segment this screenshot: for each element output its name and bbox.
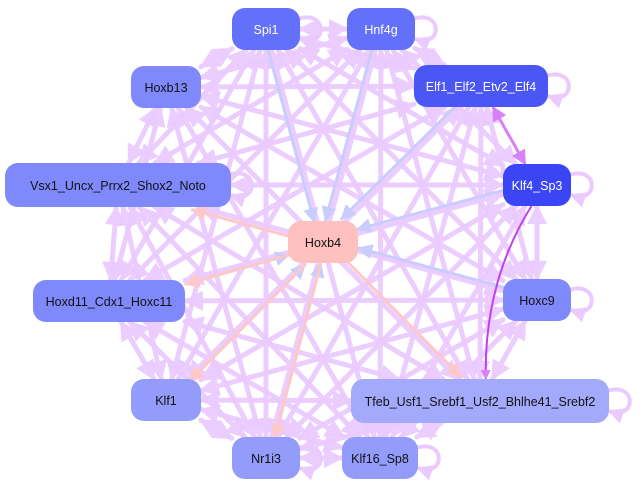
node-spi1[interactable]: Spi1 bbox=[232, 8, 300, 50]
node-klf1[interactable]: Klf1 bbox=[131, 379, 201, 421]
node-klf4-sp3[interactable]: Klf4_Sp3 bbox=[503, 164, 571, 206]
node-vsx1-uncx-prrx2-shox2-noto[interactable]: Vsx1_Uncx_Prrx2_Shox2_Noto bbox=[5, 163, 231, 207]
node-hoxb13[interactable]: Hoxb13 bbox=[131, 66, 201, 108]
node-label: Hoxb13 bbox=[144, 81, 187, 95]
edge-hoxb13-elf1-elf2-etv2-elf4 bbox=[198, 76, 417, 97]
node-hoxb4[interactable]: Hoxb4 bbox=[288, 221, 358, 263]
node-label: Hoxb4 bbox=[305, 236, 341, 250]
node-label: Klf4_Sp3 bbox=[512, 179, 563, 193]
node-label: Hnf4g bbox=[364, 23, 397, 37]
edge-klf4-sp3-to-hoxb4 bbox=[355, 189, 504, 234]
node-label: Spi1 bbox=[253, 23, 278, 37]
self-loop-hoxc9 bbox=[568, 286, 594, 323]
self-loops-layer bbox=[228, 15, 632, 481]
self-loop-nr1i3 bbox=[297, 444, 323, 481]
node-label: Vsx1_Uncx_Prrx2_Shox2_Noto bbox=[30, 179, 206, 193]
self-loop-vsx1-uncx-prrx2-shox2-noto bbox=[228, 171, 254, 208]
edge-hnf4g-to-hoxb4 bbox=[321, 47, 374, 222]
strong-edge-klf4-sp3-tfeb-usf1-srebf1-usf2-bhlhe41-srebf2 bbox=[480, 205, 533, 380]
node-box[interactable] bbox=[131, 66, 201, 108]
edge-hnf4g-klf16-sp8 bbox=[370, 47, 391, 440]
node-box[interactable] bbox=[503, 279, 571, 321]
node-label: Tfeb_Usf1_Srebf1_Usf2_Bhlhe41_Srebf2 bbox=[365, 395, 596, 409]
node-box[interactable] bbox=[414, 65, 548, 107]
node-tfeb-usf1-srebf1-usf2-bhlhe41-srebf2[interactable]: Tfeb_Usf1_Srebf1_Usf2_Bhlhe41_Srebf2 bbox=[351, 379, 609, 423]
node-box[interactable] bbox=[503, 164, 571, 206]
edge-hoxb4-to-vsx1-uncx-prrx2-shox2-noto bbox=[190, 206, 289, 238]
node-label: Hoxd11_Cdx1_Hoxc11 bbox=[46, 295, 173, 309]
node-box[interactable] bbox=[351, 379, 609, 423]
node-box[interactable] bbox=[288, 221, 358, 263]
edge-hoxc9-hoxd11-cdx1-hoxc11 bbox=[182, 290, 506, 311]
node-box[interactable] bbox=[347, 8, 415, 50]
edge-hoxb4-to-hoxd11-cdx1-hoxc11 bbox=[184, 253, 291, 288]
edge-hoxb4-to-nr1i3 bbox=[270, 262, 323, 440]
edges-layer bbox=[102, 19, 547, 468]
edge-tfeb-usf1-srebf1-usf2-bhlhe41-srebf2-klf16-sp8 bbox=[414, 419, 444, 441]
node-box[interactable] bbox=[33, 280, 185, 322]
node-hnf4g[interactable]: Hnf4g bbox=[347, 8, 415, 50]
node-box[interactable] bbox=[342, 437, 418, 479]
self-loop-tfeb-usf1-srebf1-usf2-bhlhe41-srebf2 bbox=[606, 387, 632, 424]
edge-nr1i3-klf1 bbox=[198, 417, 235, 441]
strong-edge-klf4-sp3-elf1-elf2-etv2-elf4 bbox=[491, 105, 527, 166]
self-loop-spi1 bbox=[297, 15, 323, 52]
self-loop-elf1-elf2-etv2-elf4 bbox=[545, 72, 571, 109]
edge-hoxc9-to-hoxb4 bbox=[357, 244, 506, 289]
edge-elf1-elf2-etv2-elf4-to-hoxb4 bbox=[340, 103, 459, 221]
self-loop-hnf4g bbox=[412, 15, 438, 52]
node-box[interactable] bbox=[232, 437, 300, 479]
self-loop-klf4-sp3 bbox=[568, 171, 594, 208]
edge-klf1-hoxd11-cdx1-hoxc11 bbox=[118, 319, 157, 382]
node-hoxd11-cdx1-hoxc11[interactable]: Hoxd11_Cdx1_Hoxc11 bbox=[33, 280, 185, 322]
node-label: Elf1_Elf2_Etv2_Elf4 bbox=[426, 80, 537, 94]
node-box[interactable] bbox=[131, 379, 201, 421]
edge-vsx1-uncx-prrx2-shox2-noto-hoxd11-cdx1-hoxc11 bbox=[102, 204, 125, 283]
node-label: Klf1 bbox=[155, 394, 177, 408]
node-label: Klf16_Sp8 bbox=[351, 452, 409, 466]
node-elf1-elf2-etv2-elf4[interactable]: Elf1_Elf2_Etv2_Elf4 bbox=[414, 65, 548, 107]
node-nr1i3[interactable]: Nr1i3 bbox=[232, 437, 300, 479]
edge-spi1-hoxb13 bbox=[198, 46, 235, 70]
node-klf16-sp8[interactable]: Klf16_Sp8 bbox=[342, 437, 418, 479]
node-hoxc9[interactable]: Hoxc9 bbox=[503, 279, 571, 321]
node-label: Nr1i3 bbox=[251, 452, 281, 466]
node-label: Hoxc9 bbox=[519, 294, 554, 308]
node-box[interactable] bbox=[232, 8, 300, 50]
edge-hnf4g-elf1-elf2-etv2-elf4 bbox=[412, 45, 447, 68]
self-loop-klf16-sp8 bbox=[415, 444, 441, 481]
edge-hoxb4-to-klf1 bbox=[188, 263, 307, 383]
edge-hoxb4-to-tfeb-usf1-srebf1-usf2-bhlhe41-srebf2 bbox=[344, 259, 463, 379]
node-box[interactable] bbox=[5, 163, 231, 207]
edge-spi1-to-hoxb4 bbox=[266, 49, 318, 224]
